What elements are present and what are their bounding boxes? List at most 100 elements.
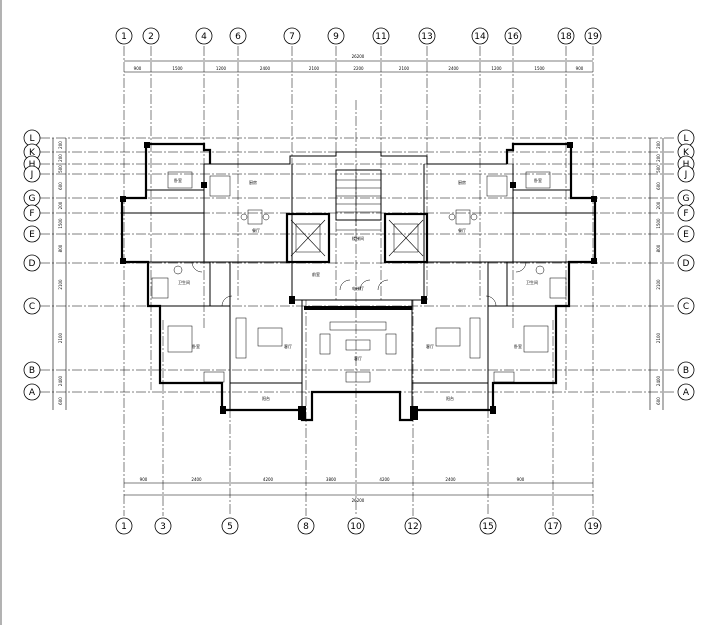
room-label: 卫生间 (526, 279, 538, 285)
dim-left-segment: 1500 (58, 218, 63, 229)
grid-axis-bottom-bubble (221, 517, 239, 535)
room-label: 阳台 (446, 395, 454, 401)
room-label: 阳台 (262, 395, 270, 401)
grid-axis-right-label: G (683, 194, 690, 204)
grid-axis-bottom-label: 3 (160, 522, 166, 532)
grid-axis-left-bubble (23, 361, 41, 379)
dim-bottom-segment: 2400 (191, 477, 202, 482)
grid-axis-right-bubble (677, 204, 695, 222)
grid-axis-right-label: J (684, 170, 688, 180)
grid-axis-top-label: 16 (507, 32, 519, 42)
horizontal-axes (40, 137, 676, 393)
grid-axis-top-label: 9 (333, 32, 339, 42)
room-label: 电梯厅 (352, 285, 364, 291)
grid-axis-right-label: H (683, 160, 690, 170)
grid-axis-top-label: 6 (235, 32, 241, 42)
grid-axis-left-label: A (29, 388, 36, 398)
room-label: 餐厅 (458, 227, 466, 233)
dim-left-segment: 2100 (58, 332, 63, 343)
grid-axis-top-bubble (229, 27, 247, 45)
room-label: 卧室 (534, 177, 542, 183)
dim-left-segment: 2100 (58, 279, 63, 290)
grid-axis-bottom-bubble (154, 517, 172, 535)
vertical-axes (123, 46, 594, 516)
grid-axis-top-bubble (115, 27, 133, 45)
dimension-right (649, 138, 664, 410)
dim-bottom-segment: 4200 (263, 477, 274, 482)
grid-axis-right-label: D (683, 259, 690, 269)
grid-axis-right-label: K (683, 148, 690, 158)
dim-right-segment: 1500 (656, 218, 661, 229)
dim-top-segment: 2100 (399, 66, 410, 71)
grid-axis-right-bubble (677, 383, 695, 401)
grid-axis-top-label: 19 (587, 32, 599, 42)
grid-axis-bottom-label: 1 (121, 522, 127, 532)
grid-axis-left-bubble (23, 165, 41, 183)
dim-top-segment: 900 (576, 66, 584, 71)
dimension-left (52, 138, 67, 410)
building-walls (120, 142, 597, 422)
dim-top-segment: 1500 (534, 66, 545, 71)
room-label: 卧室 (174, 177, 182, 183)
furniture (151, 171, 567, 383)
dim-top-segment: 1200 (216, 66, 227, 71)
room-label: 客厅 (426, 343, 434, 349)
dim-right-segment: 2400 (656, 375, 661, 386)
grid-axis-top-label: 18 (560, 32, 572, 42)
dim-left-segment: 600 (58, 182, 63, 190)
dim-bottom-segment: 900 (140, 477, 148, 482)
grid-axis-top-label: 13 (421, 32, 432, 42)
grid-axis-left-label: E (29, 230, 35, 240)
grid-axis-left-label: B (29, 366, 35, 376)
grid-axis-left-label: G (29, 194, 36, 204)
grid-axis-top-bubble (195, 27, 213, 45)
room-label: 卧室 (514, 343, 522, 349)
grid-axis-right-label: F (683, 209, 688, 219)
grid-axis-left-label: J (30, 170, 34, 180)
dim-left-segment: 200 (58, 201, 63, 209)
grid-axis-top-bubble (504, 27, 522, 45)
dim-left-segment: 200 (58, 154, 63, 162)
room-label: 前室 (312, 271, 320, 277)
grid-axis-top-bubble (584, 27, 602, 45)
grid-axis-left-label: D (29, 259, 36, 269)
grid-axis-bottom-label: 17 (547, 522, 558, 532)
dim-bottom-segment: 900 (517, 477, 525, 482)
dim-top-segment: 900 (134, 66, 142, 71)
grid-axis-top-label: 2 (148, 32, 154, 42)
dim-right-segment: 600 (656, 397, 661, 405)
grid-axis-right-bubble (677, 165, 695, 183)
dim-right-segment: 200 (656, 154, 661, 162)
grid-axis-bottom-label: 5 (227, 522, 233, 532)
grid-axis-bottom-label: 12 (407, 522, 418, 532)
dim-top-total: 26200 (352, 54, 365, 59)
dim-left-segment: 500 (58, 165, 63, 173)
room-label: 楼梯间 (352, 235, 364, 241)
dim-right-segment: 600 (656, 182, 661, 190)
dim-left-segment: 200 (58, 141, 63, 149)
grid-axis-bottom-bubble (297, 517, 315, 535)
room-label: 卧室 (192, 343, 200, 349)
dim-top-segment: 1500 (172, 66, 183, 71)
room-label: 厨房 (249, 179, 257, 185)
grid-axis-bottom-label: 15 (482, 522, 493, 532)
grid-axis-top-bubble (471, 27, 489, 45)
grid-axis-bottom-bubble (347, 517, 365, 535)
grid-axis-bottom-bubble (479, 517, 497, 535)
dim-right-segment: 200 (656, 201, 661, 209)
grid-axis-bottom-label: 19 (587, 522, 599, 532)
dim-bottom-total: 26200 (352, 498, 365, 503)
grid-axis-right-label: C (683, 302, 689, 312)
grid-axis-right-bubble (677, 225, 695, 243)
grid-axis-left-label: H (29, 160, 36, 170)
dim-right-segment: 800 (656, 244, 661, 252)
grid-axis-bottom-bubble (404, 517, 422, 535)
room-label: 客厅 (284, 343, 292, 349)
grid-axis-left-bubble (23, 204, 41, 222)
dim-left-segment: 600 (58, 397, 63, 405)
grid-axis-right-label: A (683, 388, 690, 398)
dim-top-segment: 1200 (491, 66, 502, 71)
